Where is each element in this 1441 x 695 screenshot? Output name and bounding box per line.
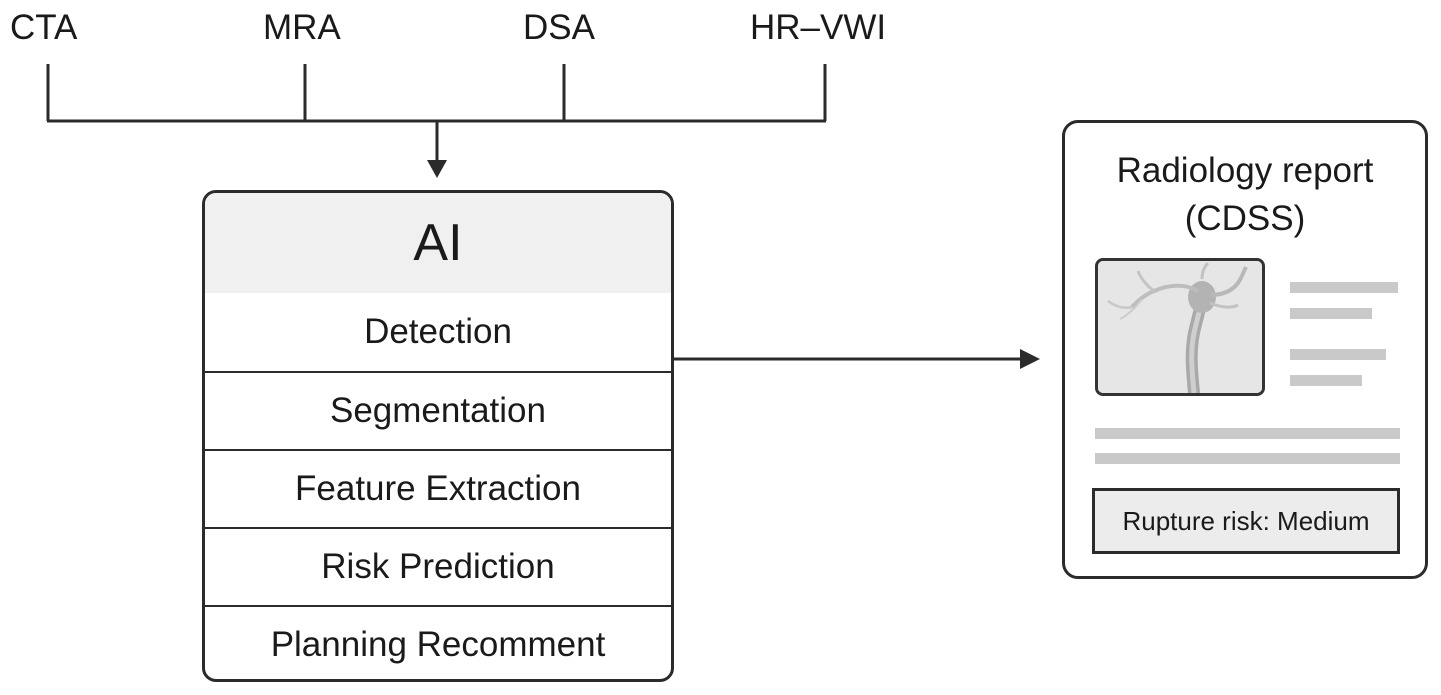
modality-mra: MRA	[263, 8, 341, 47]
vessel-image-icon	[1095, 258, 1265, 396]
arrow-to-report-head	[1020, 349, 1040, 369]
report-text-line	[1290, 308, 1372, 319]
ai-step-segmentation: Segmentation	[205, 371, 671, 449]
arrow-to-ai-head	[427, 160, 447, 178]
report-title-line1: Radiology report	[1116, 151, 1374, 190]
ai-step-planning: Planning Recomment	[205, 605, 671, 679]
report-text-line	[1290, 375, 1362, 386]
radiology-report-card: Radiology report (CDSS) Rupture risk: Me…	[1062, 120, 1428, 579]
report-text-line	[1095, 453, 1400, 464]
report-text-line	[1095, 428, 1400, 439]
modality-hr-vwi: HR–VWI	[750, 8, 887, 47]
report-text-line	[1290, 282, 1398, 293]
ai-step-risk-prediction: Risk Prediction	[205, 527, 671, 605]
modality-dsa: DSA	[523, 8, 595, 47]
ai-step-feature-extraction: Feature Extraction	[205, 449, 671, 527]
ai-pipeline-box: AI Detection Segmentation Feature Extrac…	[202, 190, 674, 682]
ai-step-detection: Detection	[364, 312, 512, 351]
rupture-risk-badge: Rupture risk: Medium	[1092, 488, 1400, 554]
report-text-line	[1290, 349, 1386, 360]
ai-title: AI	[205, 193, 671, 293]
modality-cta: CTA	[10, 8, 78, 47]
report-title-line2: (CDSS)	[1184, 199, 1306, 238]
